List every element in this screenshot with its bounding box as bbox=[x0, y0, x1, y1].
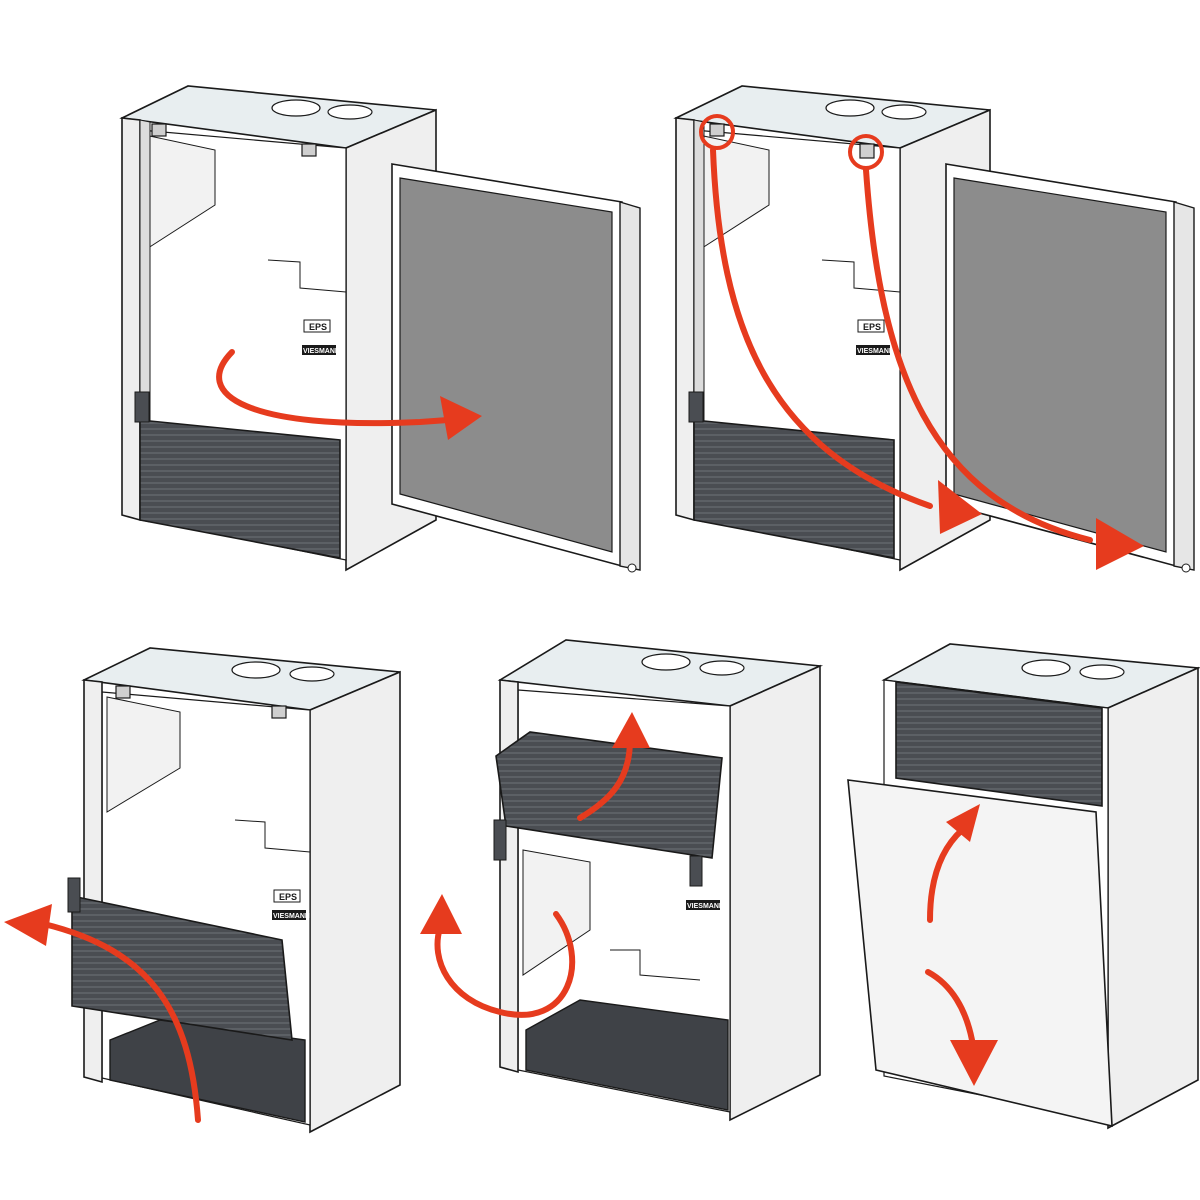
control-panel bbox=[71, 895, 293, 1041]
front-door bbox=[391, 163, 641, 573]
step-4-swing-panel-up: VIESMANN bbox=[420, 639, 824, 1122]
hinge-icon bbox=[271, 705, 287, 719]
hinge-icon bbox=[151, 123, 167, 137]
curved-arrow-icon bbox=[4, 904, 52, 946]
hinge-icon bbox=[709, 123, 725, 137]
curved-arrow-icon bbox=[710, 147, 933, 509]
curved-arrow-icon bbox=[612, 712, 650, 748]
cabinet: EPS VIESMANN bbox=[67, 647, 401, 1134]
curved-arrow-icon bbox=[946, 804, 980, 842]
highlight-circle bbox=[699, 114, 735, 150]
eps-label: EPS bbox=[857, 319, 885, 333]
front-cover bbox=[847, 779, 1113, 1128]
cabinet: EPS VIESMANN bbox=[119, 85, 437, 572]
step-1-open-door: EPS VIESMANN bbox=[119, 85, 641, 573]
eps-label: EPS bbox=[273, 889, 301, 903]
curved-arrow-icon bbox=[927, 827, 965, 923]
svg-text:VIESMANN: VIESMANN bbox=[273, 913, 310, 920]
curved-arrow-icon bbox=[434, 911, 576, 1018]
control-panel bbox=[139, 419, 341, 559]
svg-text:VIESMANN: VIESMANN bbox=[303, 348, 340, 355]
step-2-unhook-door: EPS VIESMANN bbox=[673, 85, 1195, 573]
curved-arrow-icon bbox=[950, 1040, 998, 1086]
svg-text:EPS: EPS bbox=[309, 322, 327, 332]
curved-arrow-icon bbox=[420, 894, 462, 934]
curved-arrow-icon bbox=[863, 167, 1093, 543]
control-panel bbox=[895, 681, 1103, 807]
hinge-icon bbox=[859, 143, 875, 159]
step-5-close-cover bbox=[847, 643, 1200, 1130]
curved-arrow-icon bbox=[925, 969, 975, 1043]
svg-text:EPS: EPS bbox=[863, 322, 881, 332]
curved-arrow-icon bbox=[577, 737, 633, 821]
type-plate: VIESMANN bbox=[272, 910, 310, 920]
hinge-icon bbox=[115, 685, 131, 699]
curved-arrow-icon bbox=[216, 349, 451, 427]
curved-arrow-icon bbox=[938, 480, 982, 534]
type-plate: VIESMANN bbox=[302, 345, 340, 355]
cabinet: VIESMANN bbox=[493, 639, 824, 1122]
svg-text:VIESMANN: VIESMANN bbox=[857, 348, 894, 355]
hinge-icon bbox=[301, 143, 317, 157]
type-plate: VIESMANN bbox=[686, 900, 724, 910]
cabinet: EPS VIESMANN bbox=[673, 85, 991, 572]
type-plate: VIESMANN bbox=[856, 345, 894, 355]
svg-text:VIESMANN: VIESMANN bbox=[687, 903, 724, 910]
curved-arrow-icon bbox=[440, 396, 482, 440]
curved-arrow-icon bbox=[1096, 518, 1144, 570]
eps-label: EPS bbox=[303, 319, 331, 333]
curved-arrow-icon bbox=[41, 921, 201, 1123]
front-door bbox=[945, 163, 1195, 573]
step-3-tilt-panel: EPS VIESMANN bbox=[4, 647, 401, 1134]
control-panel bbox=[693, 419, 895, 559]
svg-text:EPS: EPS bbox=[279, 892, 297, 902]
